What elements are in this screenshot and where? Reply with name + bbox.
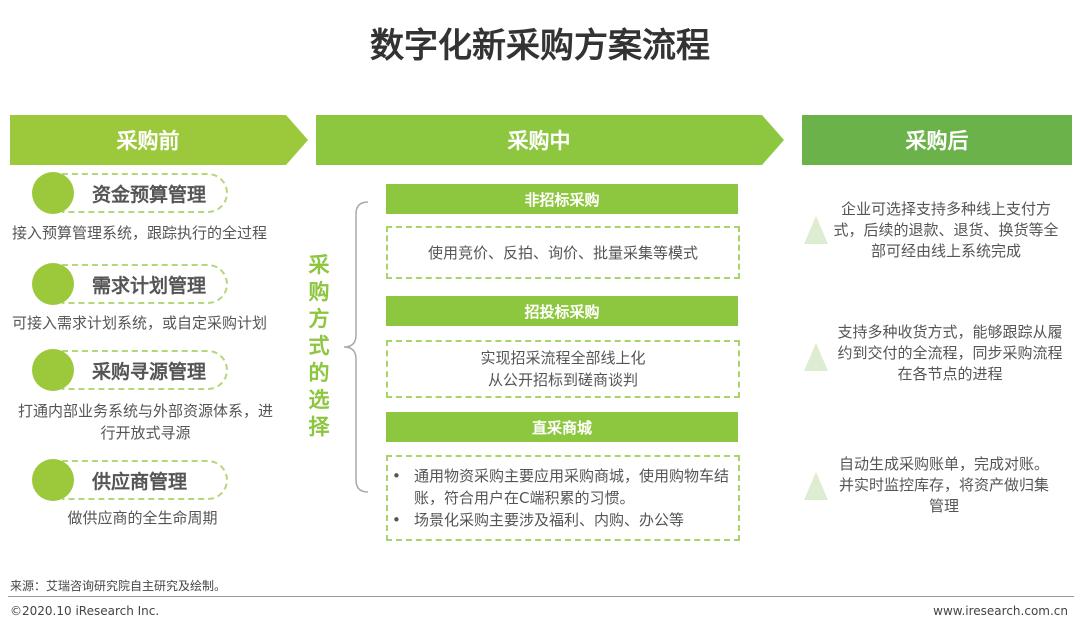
bullet-circle-icon [32, 459, 74, 501]
triangle-icon [804, 343, 828, 371]
after-item: 支持多种收货方式，能够跟踪从履约到交付的全流程，同步采购流程在各节点的进程 [837, 323, 1063, 383]
method-desc: 实现招采流程全部线上化 [480, 349, 646, 367]
after-item: 企业可选择支持多种线上支付方式，后续的退款、退货、换货等全部可经由线上系统完成 [833, 200, 1059, 260]
before-item-sourcing: 采购寻源管理 [62, 350, 228, 390]
arrow-right-icon [286, 115, 308, 165]
bullet-circle-icon [32, 349, 74, 391]
stage-after-header: 采购后 [802, 115, 1072, 165]
method-bullet: 场景化采购主要涉及福利、内购、办公等 [392, 509, 738, 531]
before-item-desc: 打通内部业务系统与外部资源体系，进行开放式寻源 [18, 402, 274, 442]
method-choice-label: 采购方式的选择 [308, 253, 330, 439]
arrow-right-icon [762, 115, 784, 165]
before-item-supplier: 供应商管理 [62, 460, 228, 500]
brace-icon [343, 201, 369, 493]
after-item: 自动生成采购账单，完成对账。并实时监控库存，将资产做归集管理 [838, 455, 1049, 515]
before-item-desc: 可接入需求计划系统，或自定采购计划 [12, 314, 268, 332]
method-tender-header: 招投标采购 [386, 296, 738, 326]
bullet-circle-icon [32, 263, 74, 305]
before-item-desc: 接入预算管理系统，跟踪执行的全过程 [12, 224, 268, 242]
before-item-desc: 做供应商的全生命周期 [67, 509, 218, 527]
method-non-tender-header: 非招标采购 [386, 184, 738, 214]
stage-before-header: 采购前 [10, 115, 286, 165]
triangle-icon [804, 472, 828, 500]
copyright: ©2020.10 iResearch Inc. [10, 604, 160, 618]
source-note: 来源：艾瑞咨询研究院自主研究及绘制。 [10, 579, 227, 593]
before-item-demand: 需求计划管理 [62, 264, 228, 304]
method-bullet: 通用物资采购主要应用采购商城，使用购物车结账，符合用户在C端积累的习惯。 [392, 465, 738, 509]
method-non-tender-box: 使用竞价、反拍、询价、批量采集等模式 [386, 226, 740, 279]
method-mall-header: 直采商城 [386, 412, 738, 442]
stage-during-header: 采购中 [316, 115, 762, 165]
triangle-icon [804, 216, 828, 244]
footer-divider [8, 596, 1074, 597]
website-url: www.iresearch.com.cn [933, 604, 1068, 618]
before-item-budget: 资金预算管理 [62, 173, 228, 213]
bullet-circle-icon [32, 172, 74, 214]
method-mall-box: 通用物资采购主要应用采购商城，使用购物车结账，符合用户在C端积累的习惯。 场景化… [386, 455, 740, 541]
method-desc: 从公开招标到磋商谈判 [487, 371, 638, 389]
method-desc: 使用竞价、反拍、询价、批量采集等模式 [427, 243, 698, 262]
method-tender-box: 实现招采流程全部线上化 从公开招标到磋商谈判 [386, 340, 740, 398]
page-title: 数字化新采购方案流程 [370, 26, 710, 66]
